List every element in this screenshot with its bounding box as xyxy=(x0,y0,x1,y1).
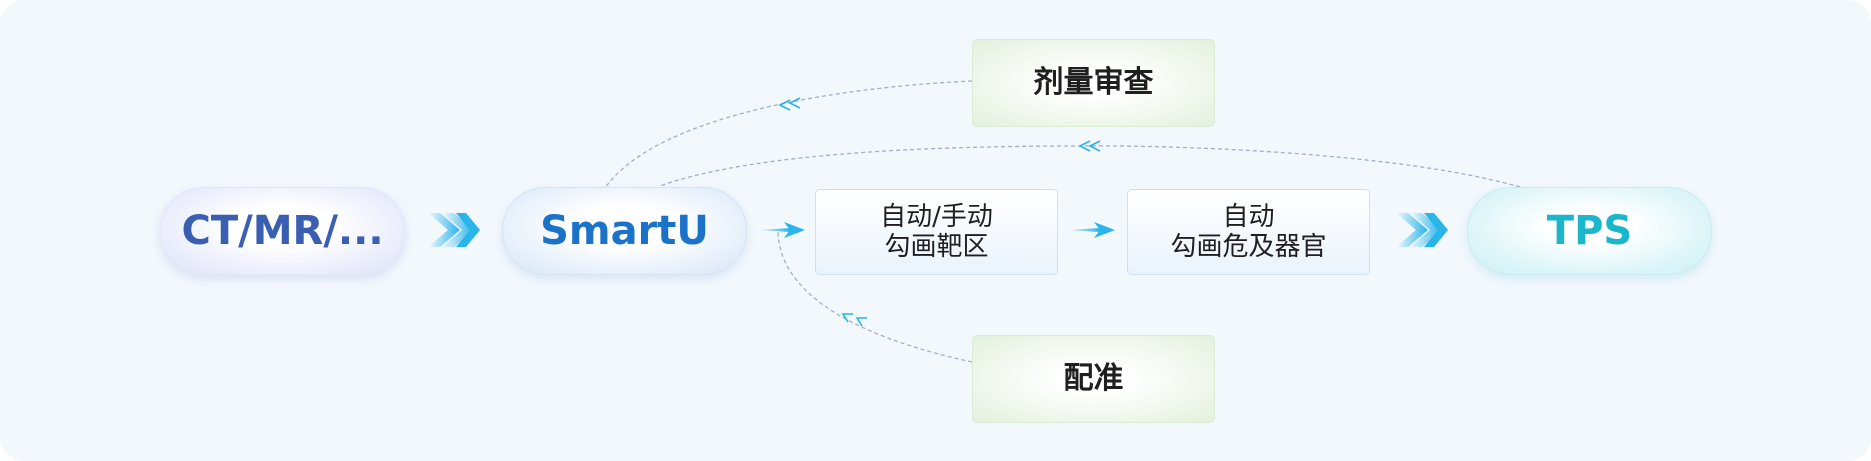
oar-contouring-line2: 勾画危及器官 xyxy=(1170,232,1327,262)
arrow-icon-smartu-to-target xyxy=(758,222,805,238)
dose-review-node: 剂量审查 xyxy=(972,39,1215,127)
oar-contouring-node: 自动 勾画危及器官 xyxy=(1127,189,1370,275)
oar-contouring-line1: 自动 xyxy=(1222,202,1275,232)
registration-node: 配准 xyxy=(972,335,1215,423)
tps-label: TPS xyxy=(1546,208,1633,254)
target-contouring-line1: 自动/手动 xyxy=(880,202,993,232)
target-contouring-line2: 勾画靶区 xyxy=(884,232,989,262)
smartu-label: SmartU xyxy=(540,208,709,254)
dashed-curve-dose-to-smartu xyxy=(604,80,973,189)
chevron-arrow-icon-1 xyxy=(428,213,480,247)
tps-curve-arrow-icon xyxy=(1078,140,1101,152)
arrow-icon-target-to-oar xyxy=(1068,222,1115,238)
chevron-arrow-icon-2 xyxy=(1396,213,1448,247)
dashed-curve-tps-to-smartu xyxy=(659,145,1521,188)
registration-label: 配准 xyxy=(1063,361,1124,396)
tps-node: TPS xyxy=(1467,187,1712,275)
target-contouring-node: 自动/手动 勾画靶区 xyxy=(815,189,1058,275)
dose-review-label: 剂量审查 xyxy=(1033,65,1154,100)
dashed-curve-registration-to-smartu xyxy=(777,231,973,363)
dose-curve-arrow-icon xyxy=(778,97,801,111)
source-node: CT/MR/... xyxy=(160,187,405,275)
registration-curve-arrow-icon xyxy=(841,313,867,327)
smartu-node: SmartU xyxy=(502,187,747,275)
source-label: CT/MR/... xyxy=(181,208,384,254)
